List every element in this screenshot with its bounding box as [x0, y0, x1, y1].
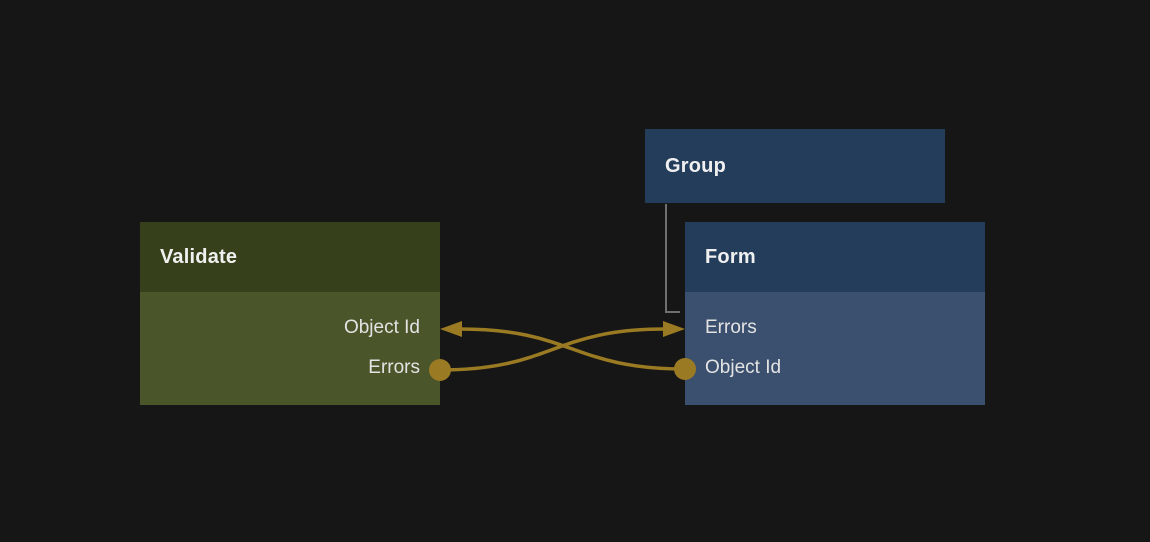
- node-validate-header[interactable]: Validate: [140, 222, 440, 292]
- node-validate-body: Object Id Errors: [140, 292, 440, 405]
- node-group-header[interactable]: Group: [645, 129, 945, 203]
- node-form-title: Form: [705, 245, 756, 268]
- node-validate-title: Validate: [160, 245, 238, 268]
- edge-validate-errors-to-form-errors[interactable]: [429, 321, 685, 381]
- node-form-header[interactable]: Form: [685, 222, 985, 292]
- edge-target-arrow[interactable]: [440, 321, 462, 337]
- edge-source-dot[interactable]: [674, 358, 696, 380]
- edge-group-to-form-link[interactable]: [665, 204, 680, 313]
- field-validate-object-id: Object Id: [343, 317, 420, 338]
- edge-form-objectid-to-validate-objectid[interactable]: [440, 321, 696, 380]
- node-form-body: Errors Object Id: [685, 292, 985, 405]
- node-group[interactable]: Group: [645, 129, 945, 203]
- field-form-object-id: Object Id: [705, 357, 782, 378]
- field-validate-errors: Errors: [368, 357, 420, 378]
- edge-target-arrow[interactable]: [663, 321, 685, 337]
- node-validate[interactable]: Validate Object Id Errors: [140, 222, 440, 405]
- field-form-errors: Errors: [705, 317, 757, 338]
- edge-source-dot[interactable]: [429, 359, 451, 381]
- node-group-title: Group: [665, 154, 726, 177]
- node-form[interactable]: Form Errors Object Id: [685, 222, 985, 405]
